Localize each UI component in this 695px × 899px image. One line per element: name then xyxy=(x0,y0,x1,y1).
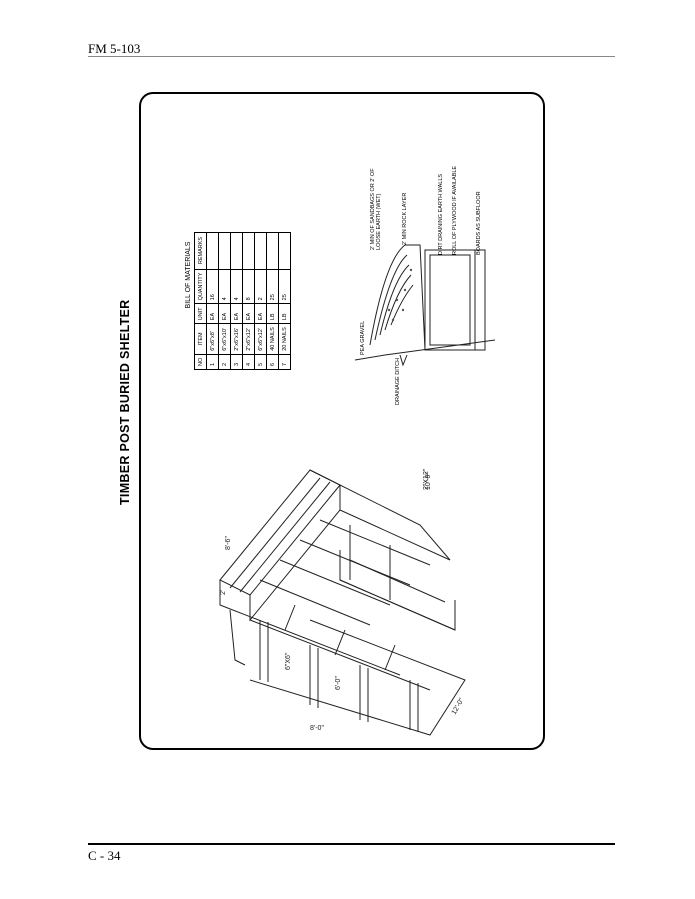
label-rock-layer: 2' MIN ROCK LAYER xyxy=(402,192,408,245)
footer-page-number: C - 34 xyxy=(88,848,121,863)
bom-cell: EA xyxy=(218,303,231,324)
label-walls: DIRT DRAINING EARTH WALLS xyxy=(438,173,444,255)
label-pea-gravel: PEA GRAVEL xyxy=(360,320,366,355)
bom-cell: 8 xyxy=(242,269,255,304)
bom-cell xyxy=(206,232,219,270)
bom-cell xyxy=(230,232,243,270)
bom-cell: 25 xyxy=(278,269,291,304)
bom-cell: 2"x6"x12' xyxy=(242,323,255,355)
footer-rule xyxy=(88,843,615,845)
iso-dim-side: 2' xyxy=(220,590,227,595)
bom-cell: 2 xyxy=(254,269,267,304)
bom-cell: EA xyxy=(254,303,267,324)
iso-dim-roof: 2"X12" xyxy=(423,468,430,490)
bom-cell: 7 xyxy=(278,354,291,370)
label-drainage: DRAINAGE DITCH xyxy=(395,357,401,405)
bom-cell: EA xyxy=(230,303,243,324)
bom-cell: 1 xyxy=(206,354,219,370)
header-rule xyxy=(88,56,615,57)
bom-cell: 2 xyxy=(218,354,231,370)
bom-cell: LB xyxy=(266,303,279,324)
bom-cell xyxy=(254,232,267,270)
bom-cell: 6"x6"x8' xyxy=(206,323,219,355)
label-revetment: ROLL OF PLYWOOD IF AVAILABLE xyxy=(452,165,458,255)
label-floor: BOARDS AS SUBFLOOR xyxy=(476,191,482,255)
bom-cell: 2"x6"x16' xyxy=(230,323,243,355)
label-min-layer: 2' MIN OF SANDBAGS OR 2' OF LOOSE EARTH … xyxy=(370,168,382,250)
bom-cell xyxy=(278,232,291,270)
iso-dim-width: 8'-0" xyxy=(310,725,324,732)
header-doc-id: FM 5-103 xyxy=(88,41,141,56)
bom-cell: 6"x6"x10' xyxy=(218,323,231,355)
shelter-isometric-drawing: 2"X12" 8'-6" 2' 8'-0" 6'-0" 6"X6" 10'-0"… xyxy=(219,468,466,736)
bom-col-header: UNIT xyxy=(194,303,207,324)
bom-cell: 6 xyxy=(266,354,279,370)
bom-cell: EA xyxy=(242,303,255,324)
shelter-cross-section-drawing xyxy=(354,244,496,367)
bom-cell xyxy=(242,232,255,270)
bom-cell xyxy=(266,232,279,270)
bom-cell: EA xyxy=(206,303,219,324)
iso-dim-length: 8'-6" xyxy=(225,536,232,550)
bom-col-header: NO xyxy=(194,354,207,370)
bom-cell: 4 xyxy=(242,354,255,370)
figure-frame xyxy=(139,92,545,750)
bom-cell xyxy=(218,232,231,270)
iso-dim-post: 6"X6" xyxy=(285,652,292,670)
bom-cell: 25 xyxy=(266,269,279,304)
bom-cell: LB xyxy=(278,303,291,324)
bom-col-header: QUANTITY xyxy=(194,269,207,304)
bom-cell: 16 xyxy=(206,269,219,304)
bom-cell: 4 xyxy=(218,269,231,304)
bom-cell: 6"x6"x12' xyxy=(254,323,267,355)
iso-dim-height: 6'-0" xyxy=(335,676,342,690)
bom-title: BILL OF MATERIALS xyxy=(185,241,192,309)
bom-col-header: ITEM xyxy=(194,323,207,355)
bom-col-header: REMARKS xyxy=(194,232,207,270)
bom-cell: 20 NAILS xyxy=(278,323,291,355)
iso-dim-overall: 10'-0" xyxy=(425,472,432,490)
figure-title: TIMBER POST BURIED SHELTER xyxy=(118,299,132,506)
bom-cell: 5 xyxy=(254,354,267,370)
bom-cell: 4 xyxy=(230,269,243,304)
bom-cell: 40 NAILS xyxy=(266,323,279,355)
bom-cell: 3 xyxy=(230,354,243,370)
